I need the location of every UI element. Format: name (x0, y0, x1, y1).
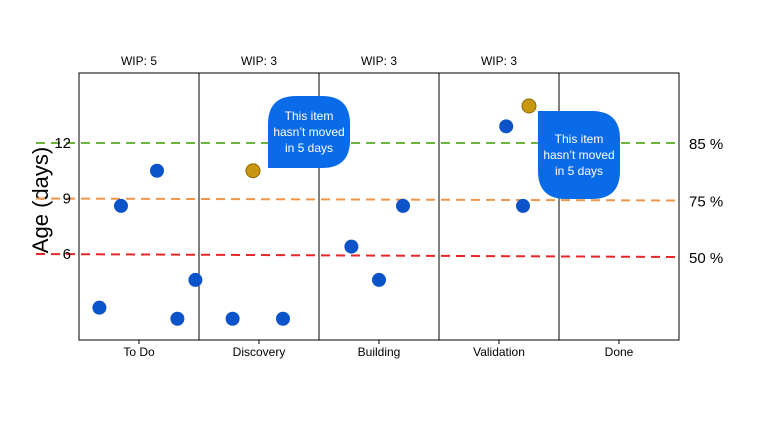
y-tick-label: 12 (54, 135, 71, 152)
callout-text: This item (285, 109, 334, 123)
wip-label: WIP: 5 (121, 54, 157, 68)
x-tick-label: Done (605, 345, 634, 359)
percentile-line (35, 197, 680, 202)
item-point (499, 119, 514, 134)
item-point (225, 311, 240, 326)
item-point (150, 163, 164, 178)
percentile-line (35, 253, 680, 258)
callout-text: in 5 days (285, 141, 333, 155)
wip-label: WIP: 3 (241, 54, 277, 68)
callout-text: in 5 days (555, 164, 603, 178)
y-tick-label: 6 (63, 246, 71, 263)
y-tick-label: 9 (63, 191, 71, 208)
x-tick-label: Validation (473, 345, 525, 359)
y-axis-title: Age (days) (28, 147, 53, 253)
callout-text: hasn’t moved (543, 148, 614, 162)
item-point (114, 198, 128, 213)
percentile-label: 50 % (689, 250, 723, 267)
wip-label: WIP: 3 (361, 54, 397, 68)
item-point (188, 272, 203, 287)
callout-text: This item (555, 132, 604, 146)
wip-label: WIP: 3 (481, 54, 517, 68)
callout-text: hasn’t moved (273, 125, 344, 139)
stale-item-point (521, 98, 537, 114)
item-point (516, 198, 530, 213)
item-point (372, 272, 386, 287)
item-point (92, 300, 107, 315)
x-tick-label: To Do (123, 345, 155, 359)
percentile-label: 85 % (689, 136, 723, 153)
x-tick-label: Discovery (233, 345, 286, 359)
x-tick-label: Building (358, 345, 401, 359)
item-point (396, 198, 410, 213)
percentile-label: 75 % (689, 194, 723, 211)
item-point (170, 311, 185, 326)
stale-item-point (245, 163, 261, 179)
callout-bubble (538, 111, 620, 199)
item-point (276, 311, 290, 326)
callout-bubble (268, 96, 350, 168)
item-point (344, 239, 359, 254)
